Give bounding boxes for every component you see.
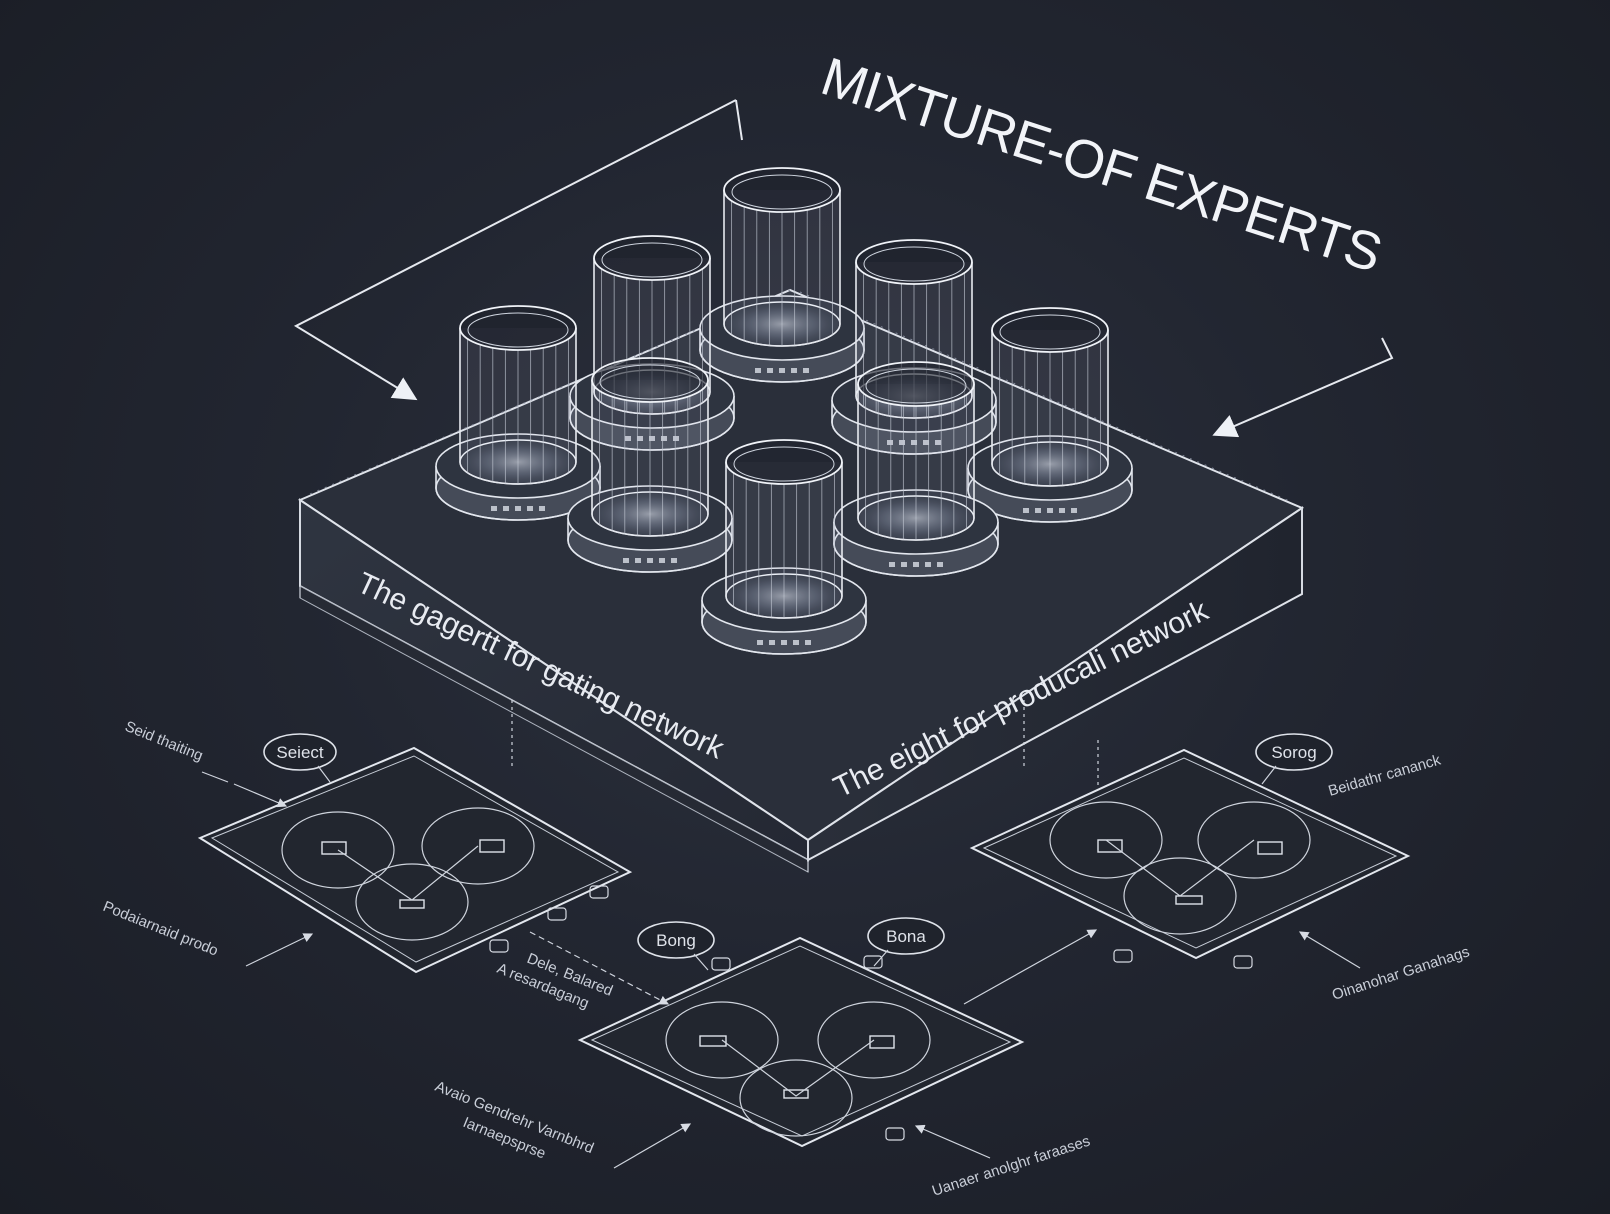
expert-cylinder [833,361,999,577]
note-arrow [1298,931,1361,969]
svg-text:Seiect: Seiect [276,743,324,762]
note-arrow [245,933,314,967]
expert-cylinder [567,357,733,573]
note-oinanohar: Oinanohar Ganahags [1330,943,1472,1003]
expert-platform [297,288,1305,873]
bubble-bong: Bong [637,921,715,971]
router-panel-right [969,748,1411,960]
expert-cylinder [967,307,1133,523]
expert-cylinder [701,439,867,655]
svg-text:Bona: Bona [886,927,926,946]
expert-cylinder [699,167,865,383]
bubble-select: Seiect [263,733,337,783]
note-arrow [233,783,288,808]
svg-text:Bong: Bong [656,931,696,950]
svg-text:Sorog: Sorog [1271,743,1316,762]
panel-connectors [201,771,1098,1005]
note-beidathr: Beidathr cananck [1326,751,1443,799]
note-arrow [613,1123,692,1169]
note-arrow [914,1124,991,1159]
right-frame-arrow [1212,337,1394,438]
router-panel-bottom [577,936,1025,1148]
note-podaiarnaid: Podaiarnaid prodo [101,898,221,960]
router-panel-left [197,746,633,974]
expert-cylinders [435,167,1133,655]
bubble-bona: Bona [867,917,945,967]
bubble-sorog: Sorog [1255,733,1333,785]
platform-drop-lines [511,700,1099,790]
expert-cylinder [435,305,601,521]
note-seid-thaiting: Seid thaiting [123,718,206,765]
top-left-frame-arrow [293,99,743,401]
connector-nodes [489,885,1253,1141]
